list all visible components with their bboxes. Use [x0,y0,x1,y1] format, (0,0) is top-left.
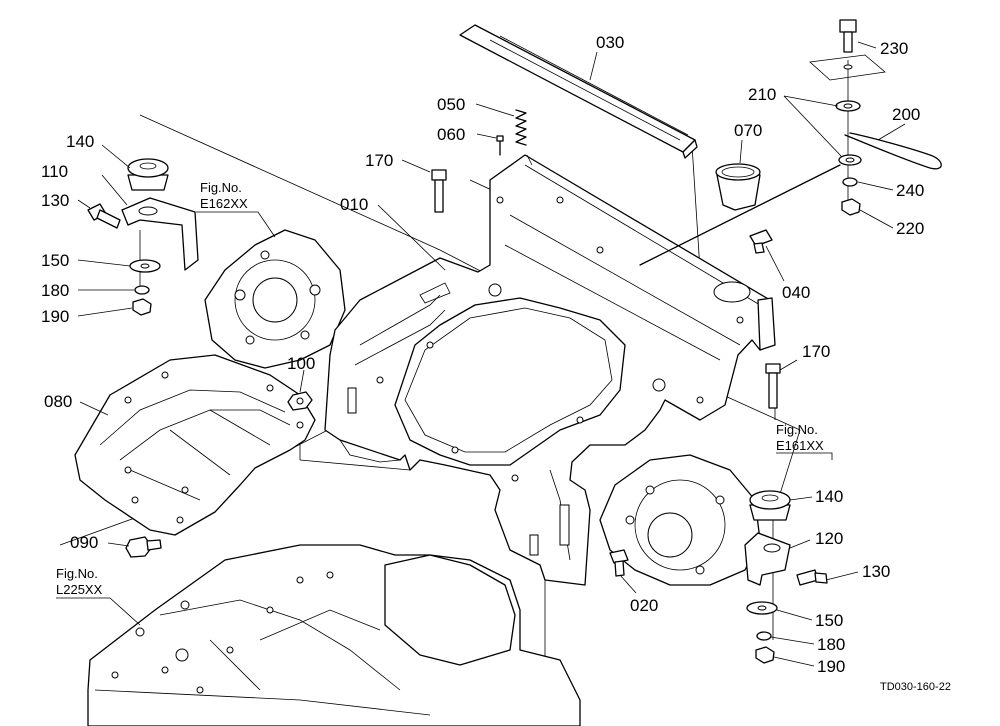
label-220: 220 [896,219,924,238]
bolt-130-left [87,203,121,229]
figref-e161-prefix: Fig.No. [776,422,818,437]
frame-l225 [87,544,581,726]
housing-e161 [599,454,761,586]
label-190-left: 190 [41,307,69,326]
figref-l225-prefix: Fig.No. [56,566,98,581]
bolt-170-right [765,363,781,409]
washer-150-right [746,601,778,615]
mount-rubber-140-left [127,158,169,191]
bolt-170-left [431,169,447,213]
label-040: 040 [782,283,810,302]
drawing-code: TD030-160-22 [880,681,951,693]
figref-e161-code: E161XX [776,438,824,453]
figure-references: Fig.No. E162XX Fig.No. E161XX Fig.No. L2… [56,180,824,597]
nut-220 [841,198,861,216]
bracket-120 [744,532,791,586]
nut-190-left [132,298,152,316]
label-210: 210 [748,85,776,104]
label-190-right: 190 [817,657,845,676]
label-140-right: 140 [815,487,843,506]
label-130-left: 130 [41,191,69,210]
label-180-right: 180 [817,635,845,654]
top-rail-030 [459,24,698,159]
bracket-110 [121,197,199,271]
wire-200 [844,132,942,170]
label-130-right: 130 [862,562,890,581]
washer-150-left [129,259,161,273]
bolt-020 [609,549,629,577]
bolt-040 [749,229,773,254]
label-180-left: 180 [41,281,69,300]
label-200: 200 [892,105,920,124]
cup-070 [715,163,761,211]
cable-line [639,164,841,266]
lockwasher-240 [842,177,858,187]
bolt-130-right [796,569,828,586]
bolt-230 [839,19,857,53]
pin-060 [496,135,504,156]
washer-210-upper [835,100,861,112]
label-080: 080 [44,392,72,411]
label-230: 230 [880,39,908,58]
label-170-right: 170 [802,342,830,361]
nut-190-right [755,646,775,664]
figref-l225-code: L225XX [56,582,103,597]
label-170-left: 170 [365,151,393,170]
label-070: 070 [734,121,762,140]
label-060: 060 [437,125,465,144]
figref-e162-prefix: Fig.No. [200,180,242,195]
step-plate-080 [74,354,316,536]
part-labels: 010 020 030 040 050 060 070 080 090 100 … [41,33,924,676]
housing-e162 [204,229,346,369]
lockwasher-180-right [756,631,772,641]
label-110: 110 [41,162,68,181]
leader-lines [56,41,906,667]
nut-100 [287,391,313,411]
label-050: 050 [437,95,465,114]
label-030: 030 [596,33,624,52]
label-120: 120 [815,529,843,548]
label-010: 010 [340,195,368,214]
figref-e162-code: E162XX [200,196,248,211]
label-140-left: 140 [66,132,94,151]
label-150-right: 150 [815,611,843,630]
label-100: 100 [287,354,315,373]
plate-230 [809,54,886,81]
mount-rubber-140-right [749,490,791,521]
spring-050 [515,109,527,146]
bolt-090 [125,536,162,558]
label-090: 090 [70,533,98,552]
washer-210-lower [838,154,862,166]
label-020: 020 [630,596,658,615]
label-240: 240 [896,181,924,200]
lockwasher-180-left [134,285,150,295]
label-150-left: 150 [41,251,69,270]
